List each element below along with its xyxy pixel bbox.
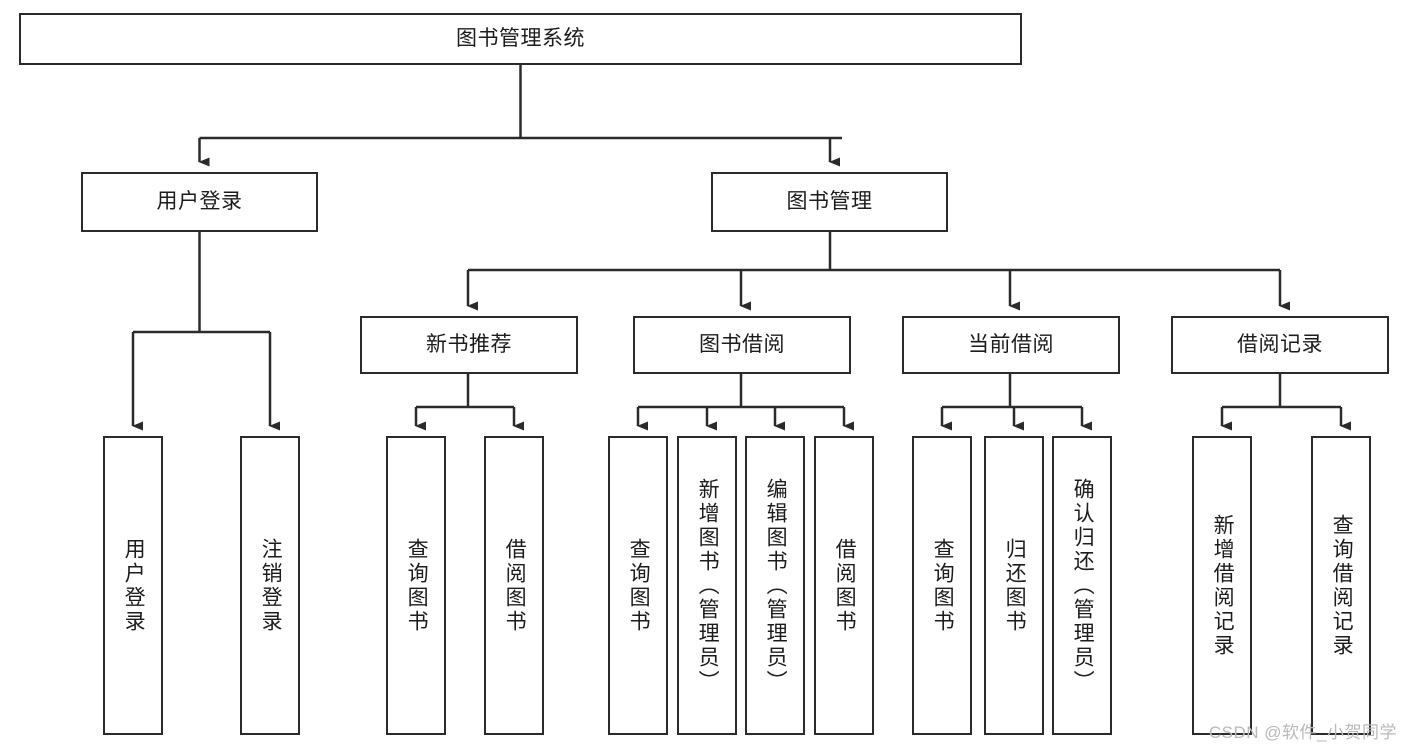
leaf-add-record-label: 新增借阅记录 [1211,513,1235,658]
edge-bookmanage-to-level3 [466,232,1290,311]
leaf-query-book-1[interactable]: 查询图书 [386,436,446,735]
node-user-login-label: 用户登录 [156,190,243,214]
leaf-logout-label: 注销登录 [259,537,283,634]
leaf-add-record[interactable]: 新增借阅记录 [1192,436,1252,735]
leaf-query-book-3[interactable]: 查询图书 [912,436,972,735]
edge-borrowrecord-to-leaves [1220,374,1351,431]
leaf-edit-book[interactable]: 编辑图书（管理员） [745,436,805,735]
leaf-edit-book-label: 编辑图书（管理员） [764,477,788,694]
edge-userlogin-to-leaves [131,232,280,431]
leaf-query-book-3-label: 查询图书 [931,537,955,634]
edge-newbook-to-leaves [414,374,524,431]
node-borrow-record[interactable]: 借阅记录 [1171,316,1389,374]
leaf-add-book[interactable]: 新增图书（管理员） [677,436,737,735]
leaf-return-book-label: 归还图书 [1003,537,1027,634]
edge-root-to-level2 [198,65,842,167]
leaf-borrow-book-2-label: 借阅图书 [833,537,857,634]
node-book-borrow-label: 图书借阅 [699,333,785,357]
leaf-query-book-1-label: 查询图书 [405,537,429,634]
node-book-manage-label: 图书管理 [786,190,873,214]
leaf-query-record[interactable]: 查询借阅记录 [1311,436,1371,735]
leaf-borrow-book-1[interactable]: 借阅图书 [484,436,544,735]
node-new-book-recommend-label: 新书推荐 [426,333,512,357]
node-new-book-recommend[interactable]: 新书推荐 [360,316,578,374]
watermark: CSDN @软件_小贺同学 [1208,723,1397,742]
node-current-borrow[interactable]: 当前借阅 [902,316,1120,374]
leaf-return-book[interactable]: 归还图书 [984,436,1044,735]
node-root-label: 图书管理系统 [456,27,585,51]
edge-currentborrow-to-leaves [940,374,1092,431]
node-borrow-record-label: 借阅记录 [1237,333,1323,357]
node-user-login[interactable]: 用户登录 [81,172,318,232]
leaf-query-book-2[interactable]: 查询图书 [608,436,668,735]
leaf-query-record-label: 查询借阅记录 [1330,513,1354,658]
leaf-user-login-label: 用户登录 [122,537,146,634]
leaf-query-book-2-label: 查询图书 [627,537,651,634]
leaf-logout[interactable]: 注销登录 [240,436,300,735]
leaf-user-login[interactable]: 用户登录 [103,436,163,735]
leaf-confirm-return[interactable]: 确认归还（管理员） [1052,436,1112,735]
node-root[interactable]: 图书管理系统 [19,13,1022,65]
node-current-borrow-label: 当前借阅 [968,333,1054,357]
node-book-manage[interactable]: 图书管理 [711,172,948,232]
leaf-confirm-return-label: 确认归还（管理员） [1071,477,1095,694]
edge-bookborrow-to-leaves [636,374,854,431]
leaf-borrow-book-1-label: 借阅图书 [503,537,527,634]
leaf-add-book-label: 新增图书（管理员） [696,477,720,694]
leaf-borrow-book-2[interactable]: 借阅图书 [814,436,874,735]
node-book-borrow[interactable]: 图书借阅 [633,316,851,374]
